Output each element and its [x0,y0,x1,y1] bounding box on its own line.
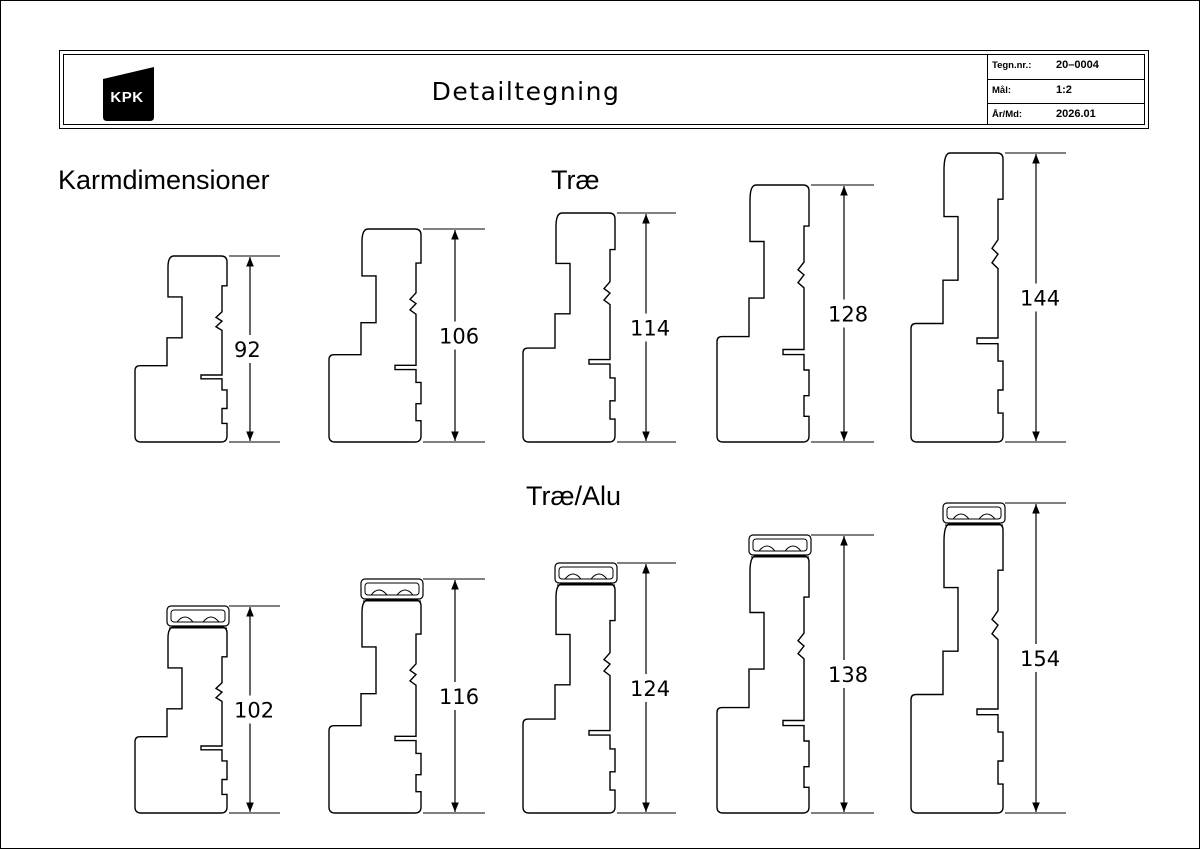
dimension-value: 138 [828,663,868,687]
main-heading: Karmdimensioner [58,165,270,195]
dimension-value: 116 [439,685,479,709]
alu-cladding-cap [942,502,1006,526]
alu-cladding-cap [554,562,618,586]
wood-alu-frame-profile [134,626,228,814]
wood-alu-frame-profile [522,583,616,814]
wood-alu-heading: Træ/Alu [526,481,622,511]
logo-text: KPK [110,89,144,106]
info-row-date: År/Md: 2026.01 [988,103,1144,127]
info-label: År/Md: [992,109,1023,120]
info-row-drawing-number: Tegn.nr.: 20–0004 [988,55,1144,78]
dimension-value: 128 [828,303,868,327]
dimension-wood-144: 144 [1005,152,1066,443]
dimension-wood-128: 128 [811,184,874,443]
dimension-wood-alu-102: 102 [229,605,280,814]
logo-badge-icon [103,67,154,121]
info-value: 1:2 [1056,84,1072,96]
info-row-scale: Mål: 1:2 [988,79,1144,103]
dimension-wood-alu-124: 124 [617,562,676,814]
info-value: 20–0004 [1056,59,1099,71]
title-block: KPK Detailtegning Tegn.nr.: 20–0004 Mål:… [59,50,1149,129]
wood-frame-profile [522,212,616,443]
dimension-wood-alu-154: 154 [1005,502,1066,814]
dimension-wood-alu-138: 138 [811,534,874,814]
wood-frame-profile [328,228,422,443]
wood-frame-profile [910,152,1004,443]
dimension-value: 154 [1020,647,1060,671]
wood-alu-frame-profile [716,555,810,814]
title-block-frame: KPK Detailtegning Tegn.nr.: 20–0004 Mål:… [63,54,1145,125]
drawing-title: Detailtegning [431,77,621,106]
info-label: Mål: [992,85,1011,96]
dimension-wood-92: 92 [229,255,280,443]
info-label: Tegn.nr.: [992,60,1032,71]
dimension-value: 102 [234,699,274,723]
dimension-wood-114: 114 [617,212,676,443]
wood-heading: Træ [551,165,600,195]
wood-alu-frame-profile [328,599,422,814]
info-value: 2026.01 [1056,108,1096,120]
dimension-value: 124 [630,677,670,701]
alu-cladding-cap [360,578,424,602]
dimension-wood-106: 106 [423,228,485,443]
wood-frame-profile [134,255,228,443]
dimension-wood-alu-116: 116 [423,578,485,814]
alu-cladding-cap [166,605,230,629]
dimension-value: 144 [1020,287,1060,311]
wood-frame-profile [716,184,810,443]
wood-alu-frame-profile [910,523,1004,814]
kpk-logo: KPK [100,67,154,121]
dimension-value: 106 [439,325,479,349]
alu-cladding-cap [748,534,812,558]
dimension-value: 92 [234,338,261,362]
dimension-value: 114 [630,317,670,341]
info-table: Tegn.nr.: 20–0004 Mål: 1:2 År/Md: 2026.0… [987,55,1144,124]
